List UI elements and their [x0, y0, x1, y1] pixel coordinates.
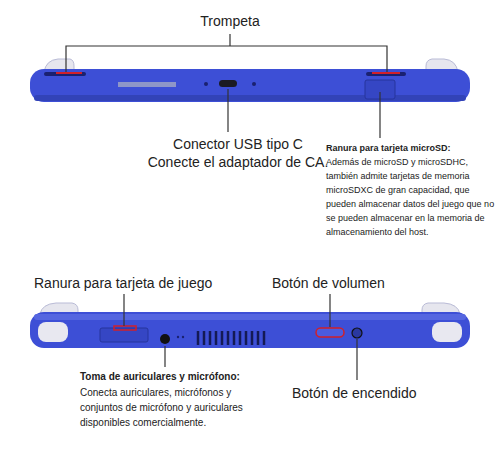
leader-line	[356, 339, 357, 380]
highlight	[372, 72, 400, 74]
device-edge	[34, 95, 466, 101]
leader-line	[227, 89, 228, 132]
leader-line	[123, 294, 124, 326]
callout-body: Además de microSD y microSDHC, también a…	[326, 155, 496, 239]
callout-heading: Toma de auriculares y micrófono:	[80, 370, 290, 384]
hole	[204, 82, 208, 86]
part-label: Botón de encendido	[292, 384, 462, 402]
speaker-slot	[366, 72, 406, 76]
audio-jack	[160, 334, 170, 344]
leader-line	[229, 34, 230, 46]
hole	[252, 82, 256, 86]
note-text: Conecte el adaptador de CA.	[128, 153, 348, 171]
hole	[182, 336, 184, 338]
trigger	[432, 322, 462, 342]
vent-grille	[118, 82, 176, 87]
trigger	[38, 322, 68, 342]
bracket	[66, 46, 387, 72]
vent	[198, 331, 264, 345]
power-button	[352, 328, 362, 338]
part-label: Ranura para tarjeta de juego	[34, 274, 264, 292]
part-label: Botón de volumen	[272, 274, 442, 292]
leader-line	[379, 92, 380, 138]
callout-body: Conecta auriculares, micrófonos y conjun…	[80, 385, 275, 430]
callout-heading: Ranura para tarjeta microSD:	[326, 141, 498, 155]
device-edge	[34, 314, 466, 320]
volume-button	[316, 328, 344, 337]
usb-port	[219, 80, 237, 87]
leader-line	[164, 346, 165, 367]
highlight	[56, 72, 82, 74]
hole	[177, 336, 179, 338]
speaker-slot	[44, 72, 86, 76]
device-body	[30, 312, 470, 348]
leader-line	[329, 294, 330, 327]
part-label: Conector USB tipo C	[128, 135, 348, 153]
device-body	[30, 69, 470, 102]
part-label: Trompeta	[180, 12, 280, 30]
highlight	[114, 326, 136, 330]
